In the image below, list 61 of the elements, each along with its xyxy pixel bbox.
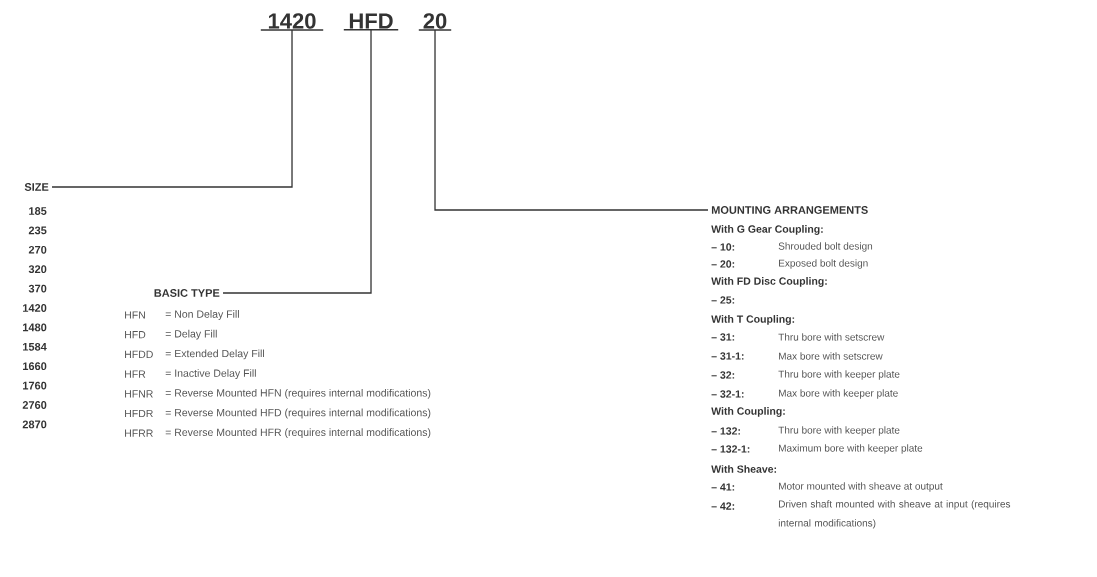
arrangement-code: – 10: [711, 243, 735, 251]
size-value: 1420 [23, 304, 47, 312]
arrangement-description: Thru bore with keeper plate [778, 426, 900, 436]
size-value: 235 [28, 226, 47, 235]
size-value: 2760 [22, 401, 47, 409]
code-segment: HFD [343, 13, 399, 31]
code-segment: 20 [418, 13, 452, 31]
group-heading: With Sheave: [711, 465, 776, 473]
type-code: HFR [125, 370, 146, 378]
arrangement-code: – 31-1: [711, 352, 744, 360]
size-value: 1760 [23, 381, 47, 390]
type-code: HFNR [125, 390, 153, 398]
arrangement-code: – 132-1: [711, 445, 750, 453]
type-description: = Reverse Mounted HFN (requires internal modifications) [165, 388, 431, 399]
leader-line [434, 29, 709, 211]
field-heading: SIZE [24, 183, 49, 191]
arrangement-description: Maximum bore with keeper plate [779, 444, 923, 454]
arrangement-description: Max bore with setscrew [779, 352, 883, 360]
group-heading: With G Gear Coupling: [711, 225, 823, 235]
group-heading: With Coupling: [711, 407, 785, 417]
arrangement-code: – 20: [711, 260, 735, 268]
arrangement-code: – 42: [711, 502, 735, 510]
group-heading: With FD Disc Coupling: [711, 277, 827, 287]
type-description: = Reverse Mounted HFD (requires internal modifications) [165, 408, 431, 419]
type-code: HFD [125, 331, 146, 339]
type-description: = Delay Fill [165, 329, 217, 340]
size-value: 1660 [23, 362, 47, 371]
leader-line [222, 29, 372, 294]
arrangement-description: Thru bore with keeper plate [778, 370, 900, 380]
leader-line [51, 29, 293, 188]
arrangement-code: – 41: [711, 483, 735, 491]
arrangement-description: Motor mounted with sheave at output [779, 482, 943, 492]
arrangement-code: – 132: [711, 427, 740, 435]
size-value: 2870 [22, 420, 47, 429]
size-value: 1584 [23, 342, 47, 351]
type-code: HFDD [125, 350, 153, 358]
arrangement-description: Exposed bolt design [779, 259, 868, 269]
arrangement-description: Shrouded bolt design [778, 242, 873, 252]
size-value: 1480 [23, 323, 47, 332]
arrangement-code: – 32: [711, 371, 735, 379]
type-code: HFRR [125, 429, 153, 437]
size-value: 270 [28, 245, 47, 254]
type-code: HFDR [125, 409, 153, 418]
type-description: = Non Delay Fill [165, 310, 239, 320]
arrangement-description: Max bore with keeper plate [779, 389, 898, 399]
code-segment: 1420 [260, 13, 324, 31]
field-heading: BASIC TYPE [154, 289, 220, 297]
size-value: 185 [29, 207, 47, 215]
arrangement-description: Driven shaft mounted with sheave at input (requires internal modifications) [778, 500, 1011, 529]
type-code: HFN [125, 311, 145, 319]
arrangement-code: – 32-1: [711, 390, 744, 398]
group-heading: With T Coupling: [711, 315, 795, 325]
field-heading: MOUNTING ARRANGEMENTS [711, 206, 868, 214]
arrangement-code: – 25: [711, 296, 735, 304]
size-value: 320 [28, 265, 47, 274]
arrangement-description: Thru bore with setscrew [778, 333, 885, 341]
type-description: = Inactive Delay Fill [165, 369, 256, 379]
type-description: = Extended Delay Fill [165, 349, 264, 360]
type-description: = Reverse Mounted HFR (requires internal modifications) [165, 428, 431, 439]
size-value: 370 [28, 284, 47, 293]
arrangement-code: – 31: [711, 333, 735, 341]
